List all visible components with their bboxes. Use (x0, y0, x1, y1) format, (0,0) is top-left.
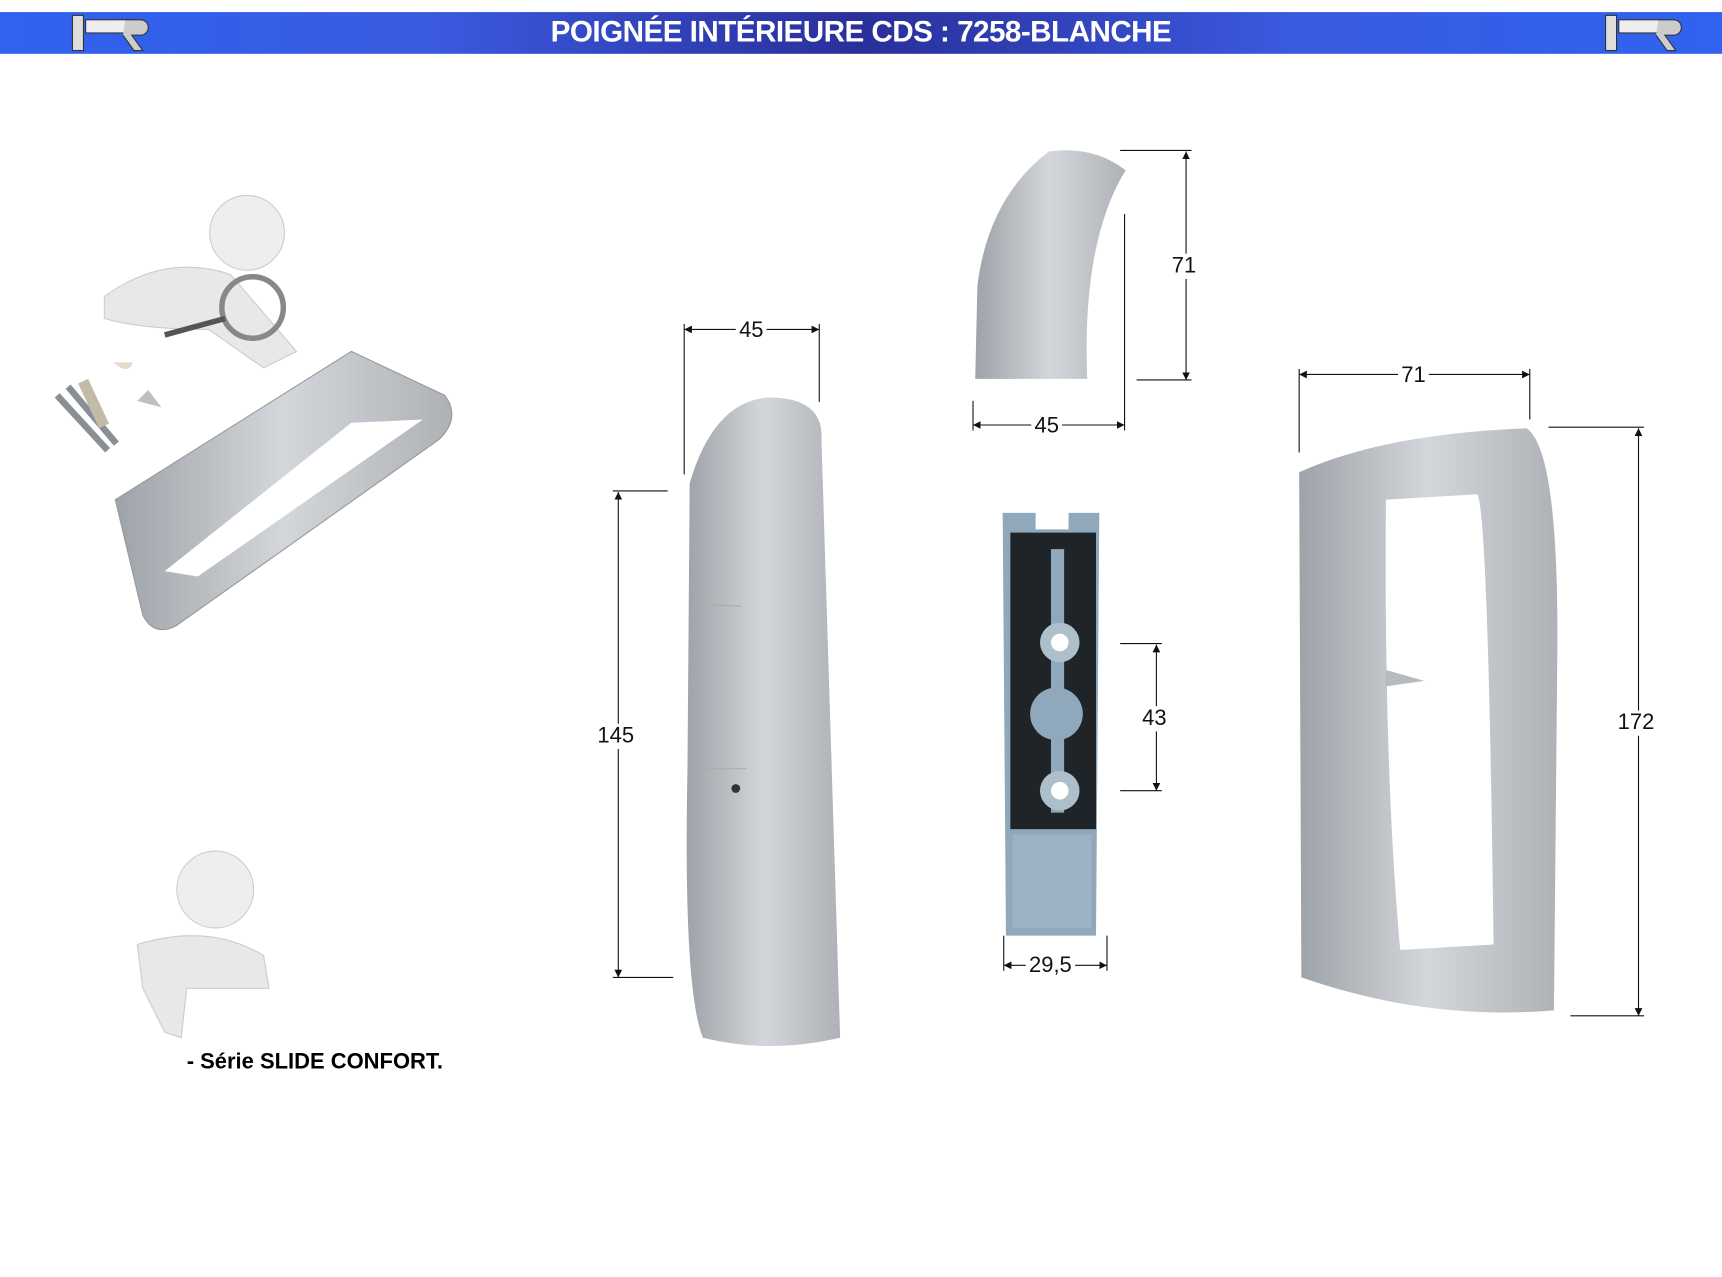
handle-cap-photo (975, 150, 1126, 379)
dim-side-width: 45 (735, 318, 767, 344)
figure-pointing-illustration (136, 850, 270, 1039)
dim-base-spacing: 43 (1138, 706, 1170, 732)
figure-with-magnifier-illustration (103, 194, 298, 369)
screws-and-caps-illustration (54, 362, 162, 453)
dim-side-height: 145 (594, 723, 638, 749)
lcr-logo-right (1605, 14, 1682, 52)
dim-front-width: 71 (1398, 363, 1430, 389)
handle-base-inside-photo (1002, 512, 1100, 936)
lcr-logo-left (71, 14, 149, 52)
handle-front-view-photo (1299, 428, 1558, 1013)
handle-side-view-photo (686, 397, 841, 1047)
page-title: POIGNÉE INTÉRIEURE CDS : 7258-BLANCHE (550, 15, 1172, 49)
dim-cap-width: 45 (1031, 414, 1063, 440)
dim-cap-height: 71 (1168, 253, 1200, 279)
title-banner: POIGNÉE INTÉRIEURE CDS : 7258-BLANCHE (0, 12, 1722, 54)
dim-front-height: 172 (1614, 710, 1658, 736)
handle-perspective-photo (114, 350, 453, 631)
series-caption: - Série SLIDE CONFORT. (186, 1049, 443, 1075)
dim-base-width: 29,5 (1025, 953, 1076, 979)
